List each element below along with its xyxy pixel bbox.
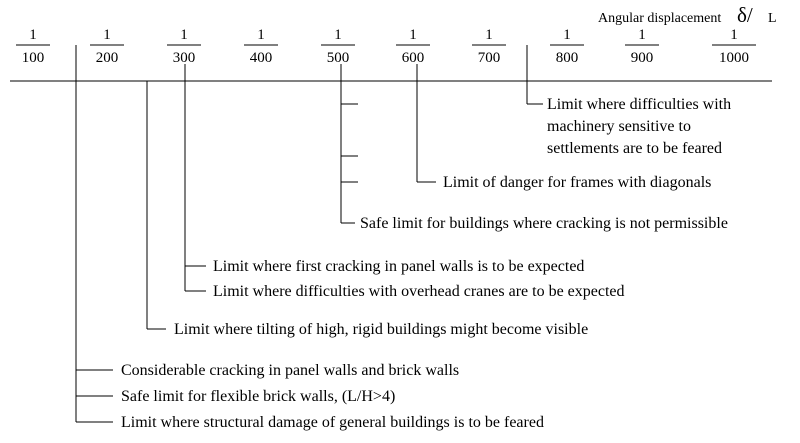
fraction-numerator: 1: [730, 27, 738, 43]
limit-label-tilting: Limit where tilting of high, rigid build…: [174, 321, 588, 338]
fraction-denominator-200: 200: [96, 50, 119, 66]
fraction-denominator-500: 500: [327, 50, 350, 66]
fraction-denominator-400: 400: [250, 50, 273, 66]
fraction-denominator-100: 100: [22, 50, 45, 66]
scale-fractions: 1 100 1 200 1 300 1 400 1 500 1 600 1 700 1 800 1 900 1 100…: [16, 27, 756, 66]
title-unit: L: [768, 11, 777, 26]
fraction-numerator: 1: [29, 27, 37, 43]
fraction-denominator-900: 900: [631, 50, 654, 66]
limit-label-machinery: Limit where difficulties with machinery s…: [547, 96, 731, 157]
title-delta-symbol: δ/: [737, 3, 753, 27]
limit-label-safe-cracking: Safe limit for buildings where cracking …: [360, 215, 728, 232]
fraction-numerator: 1: [563, 27, 571, 43]
limit-label-line: Limit where difficulties with: [547, 96, 731, 113]
fraction-numerator: 1: [180, 27, 188, 43]
limit-label-line: Limit where structural damage of general…: [121, 414, 544, 431]
limit-label-line: Limit of danger for frames with diagonal…: [443, 174, 711, 191]
fraction-denominator-1000: 1000: [719, 50, 749, 66]
fraction-numerator: 1: [485, 27, 493, 43]
limit-label-line: Safe limit for buildings where cracking …: [360, 215, 728, 232]
fraction-denominator-700: 700: [478, 50, 501, 66]
limit-label-line: machinery sensitive to: [547, 118, 691, 135]
limit-label-line: Considerable cracking in panel walls and…: [121, 362, 459, 379]
limit-label-line: settlements are to be feared: [547, 140, 722, 157]
fraction-denominator-800: 800: [556, 50, 579, 66]
limit-labels: Limit where difficulties with machinery s…: [76, 96, 731, 431]
limit-label-structural-damage: Limit where structural damage of general…: [121, 414, 544, 431]
limit-label-line: Limit where first cracking in panel wall…: [213, 258, 584, 275]
title-text: Angular displacement: [598, 11, 721, 26]
limit-label-line: Limit where difficulties with overhead c…: [213, 283, 625, 300]
limit-label-line: Safe limit for flexible brick walls, (L/…: [121, 388, 395, 405]
fraction-denominator-600: 600: [402, 50, 425, 66]
limit-label-line: Limit where tilting of high, rigid build…: [174, 321, 588, 338]
fraction-numerator: 1: [257, 27, 265, 43]
limit-label-frames: Limit of danger for frames with diagonal…: [443, 174, 711, 191]
fraction-numerator: 1: [638, 27, 646, 43]
limit-label-flexible-walls: Safe limit for flexible brick walls, (L/…: [121, 388, 395, 405]
fraction-denominator-300: 300: [173, 50, 196, 66]
limit-label-considerable-cracking: Considerable cracking in panel walls and…: [121, 362, 459, 379]
fraction-numerator: 1: [334, 27, 342, 43]
fraction-numerator: 1: [103, 27, 111, 43]
limit-label-cranes: Limit where difficulties with overhead c…: [213, 283, 625, 300]
fraction-numerator: 1: [409, 27, 417, 43]
limit-label-first-cracking: Limit where first cracking in panel wall…: [213, 258, 584, 275]
